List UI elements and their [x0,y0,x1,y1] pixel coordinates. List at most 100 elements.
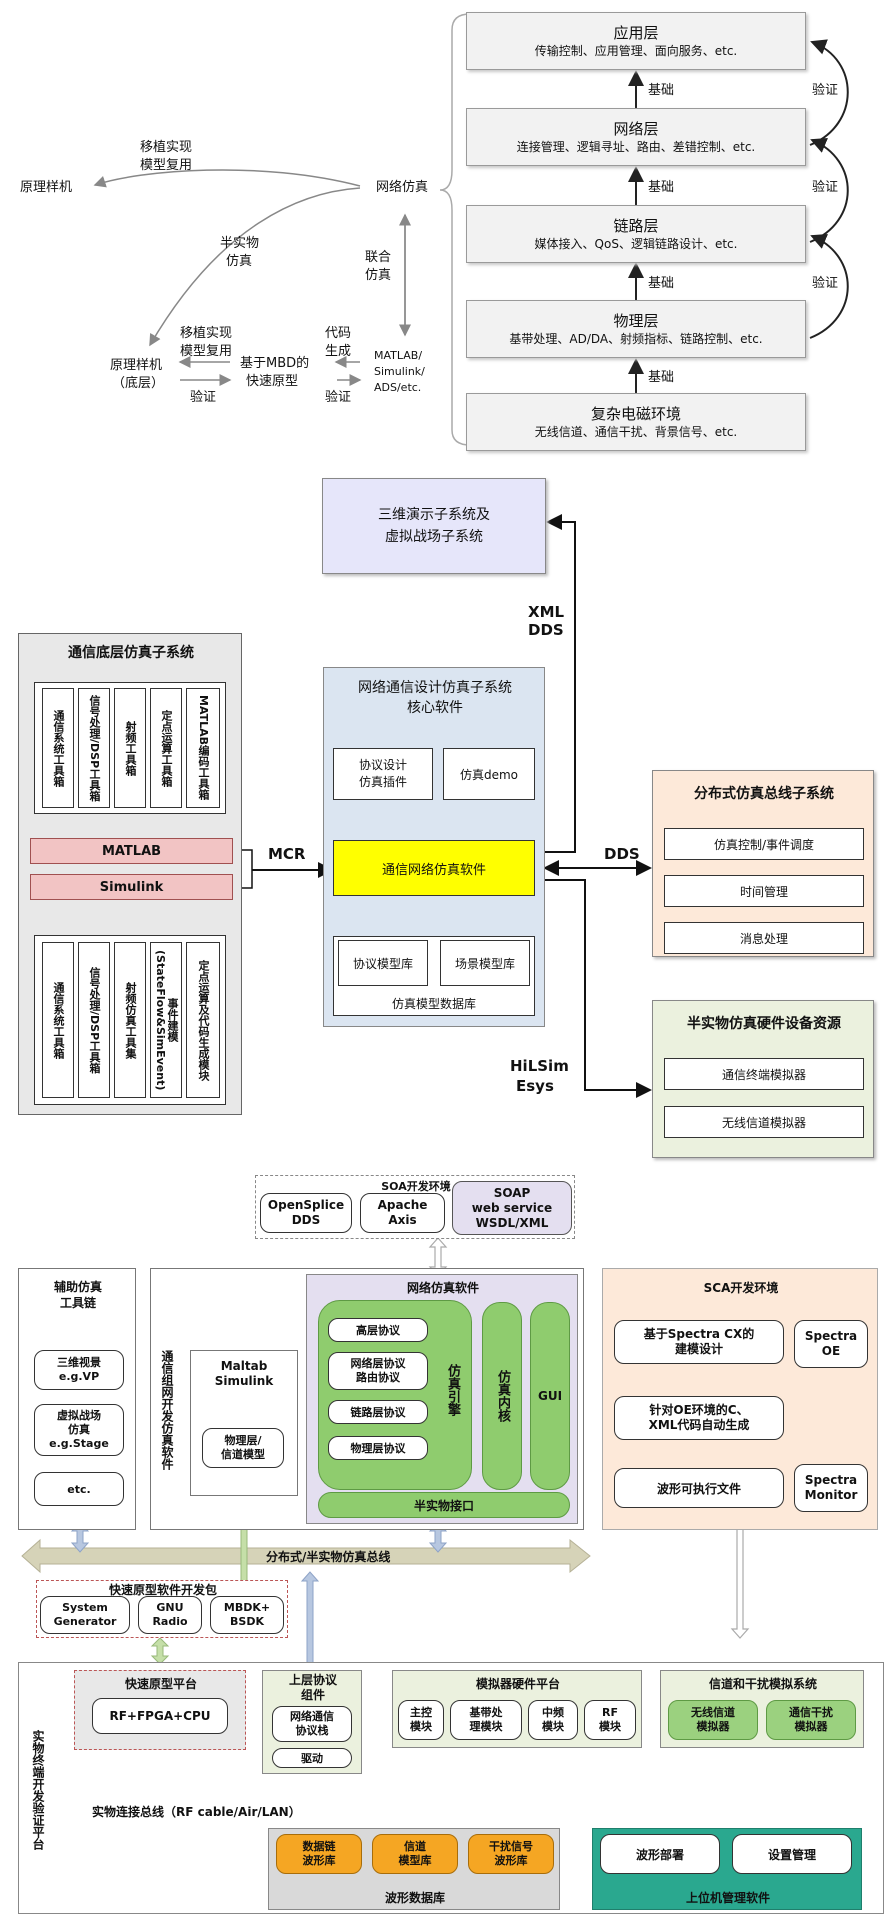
net-sim-engine: 通信网络仿真软件 [333,840,535,896]
layer-name: 应用层 [613,24,659,42]
sca-waveform-exe: 波形可执行文件 [614,1468,784,1508]
aux-title-1: 辅助仿真 [53,1280,102,1294]
phys-bus-label: 实物连接总线（RF cable/Air/LAN） [92,1805,301,1819]
semi-phys-1: 半实物 [220,236,260,251]
layer-physical: 物理层 基带处理、AD/DA、射频指标、链路控制、etc. [466,300,806,358]
upper-title-2: 组件 [300,1688,325,1702]
sim-demo: 仿真demo [443,748,535,800]
viz-line-1: 三维演示子系统及 [378,507,490,523]
layer-desc: 无线信道、通信干扰、背景信号、etc. [534,425,738,439]
comm-title: 通信底层仿真子系统 [68,645,194,661]
codegen-2: 生成 [325,344,352,359]
net-sw-title: 网络仿真软件 [406,1281,479,1295]
datalink-waveform-lib: 数据链波形库 [276,1834,362,1874]
layer-link: 链路层 媒体接入、QoS、逻辑链路设计、etc. [466,205,806,263]
layer-name: 网络层 [613,120,659,138]
proto-low-2: （底层） [112,376,165,391]
chan-title: 信道和干扰模拟系统 [708,1677,817,1691]
layer-desc: 媒体接入、QoS、逻辑链路设计、etc. [534,237,738,251]
hil-terminal-sim: 通信终端模拟器 [664,1058,864,1090]
tool-codegen: 定点运算及代码生成模块 [186,942,220,1098]
proto-physical: 物理层协议 [328,1436,428,1460]
hw-main-ctrl: 主控模块 [398,1700,444,1740]
sca-title: SCA开发环境 [703,1281,779,1295]
dist-title: 分布式仿真总线子系统 [694,786,834,802]
layer-desc: 基带处理、AD/DA、射频指标、链路控制、etc. [509,332,763,346]
tool-rf: 射频工具箱 [114,688,146,808]
verify-label: 验证 [812,276,839,291]
mcr-label: MCR [268,845,306,863]
basis-label: 基础 [648,180,675,195]
wireless-channel-sim: 无线信道模拟器 [668,1700,758,1740]
hw-if: 中频模块 [528,1700,578,1740]
tool-comm-system-2: 通信系统工具箱 [42,942,74,1098]
tool-event-modeling: 事件建模(StateFlow&SimEvent) [150,942,182,1098]
hilsim-label: HiLSim [510,1057,569,1075]
sim-model-db: 仿真模型数据库 [391,996,476,1011]
hil-channel-sim: 无线信道模拟器 [664,1106,864,1138]
interference-waveform-lib: 干扰信号波形库 [468,1834,554,1874]
tool-comm-system: 通信系统工具箱 [42,688,74,808]
matlab-bar: MATLAB [30,838,233,864]
dist-item-message: 消息处理 [664,922,864,954]
fp-rf-fpga-cpu: RF+FPGA+CPU [92,1698,228,1734]
interference-sim: 通信干扰模拟器 [766,1700,856,1740]
transplant-top-1: 移植实现 [140,140,193,155]
layer-name: 复杂电磁环境 [590,405,681,423]
protocol-model-lib: 协议模型库 [338,940,428,986]
basis-label: 基础 [648,276,675,291]
matlab-3: ADS/etc. [374,381,422,394]
protocol-plugin: 协议设计 仿真插件 [333,748,433,800]
sdk-mbdk: MBDK+BSDK [210,1596,284,1634]
joint-sim-2: 仿真 [365,268,392,283]
basis-label: 基础 [648,83,675,98]
host-title: 上位机管理软件 [685,1891,770,1905]
sca-codegen: 针对OE环境的C、XML代码自动生成 [614,1396,784,1440]
aux-title-2: 工具链 [59,1296,96,1310]
driver: 驱动 [272,1748,352,1768]
upper-title-1: 上层协议 [288,1673,337,1687]
xml-label: XML [528,603,565,621]
layer-em-environment: 复杂电磁环境 无线信道、通信干扰、背景信号、etc. [466,393,806,451]
viz-line-2: 虚拟战场子系统 [385,529,483,545]
matlab-2: Simulink/ [374,365,425,378]
layer-desc: 传输控制、应用管理、面向服务、etc. [534,44,738,58]
proto-link: 链路层协议 [328,1400,428,1424]
semi-physical-interface: 半实物接口 [318,1492,570,1518]
wave-db-title: 波形数据库 [384,1891,445,1905]
dds-label: DDS [528,621,564,639]
mbd-2: 快速原型 [246,374,299,389]
codegen-1: 代码 [325,326,352,341]
basis-label: 基础 [648,370,675,385]
hil-title: 半实物仿真硬件设备资源 [687,1016,841,1032]
proto-high: 高层协议 [328,1318,428,1342]
tool-fixed-point: 定点运算工具箱 [150,688,182,808]
verify-mid: 验证 [325,390,352,405]
layer-desc: 连接管理、逻辑寻址、路由、差错控制、etc. [516,140,756,154]
tool-rf-sim: 射频仿真工具集 [114,942,146,1098]
hw-baseband: 基带处理模块 [450,1700,522,1740]
semi-phys-2: 仿真 [226,254,253,269]
layer-name: 物理层 [613,312,659,330]
joint-sim-1: 联合 [365,250,392,265]
viz-subsystem: 三维演示子系统及 虚拟战场子系统 [322,478,546,574]
matlab-1: MATLAB/ [374,349,423,362]
esys-label: Esys [516,1077,554,1095]
transplant-bot-1: 移植实现 [180,326,233,341]
layer-network: 网络层 连接管理、逻辑寻址、路由、差错控制、etc. [466,108,806,166]
verify-left: 验证 [190,390,217,405]
verify-label: 验证 [812,83,839,98]
fp-title: 快速原型平台 [124,1677,197,1691]
net-protocol-stack: 网络通信协议栈 [272,1706,352,1742]
layer-name: 链路层 [613,217,659,235]
layer-application: 应用层 传输控制、应用管理、面向服务、etc. [466,12,806,70]
net-sim-label: 网络仿真 [376,180,429,195]
prototype-label: 原理样机 [20,180,73,195]
settings-mgmt: 设置管理 [732,1834,852,1874]
